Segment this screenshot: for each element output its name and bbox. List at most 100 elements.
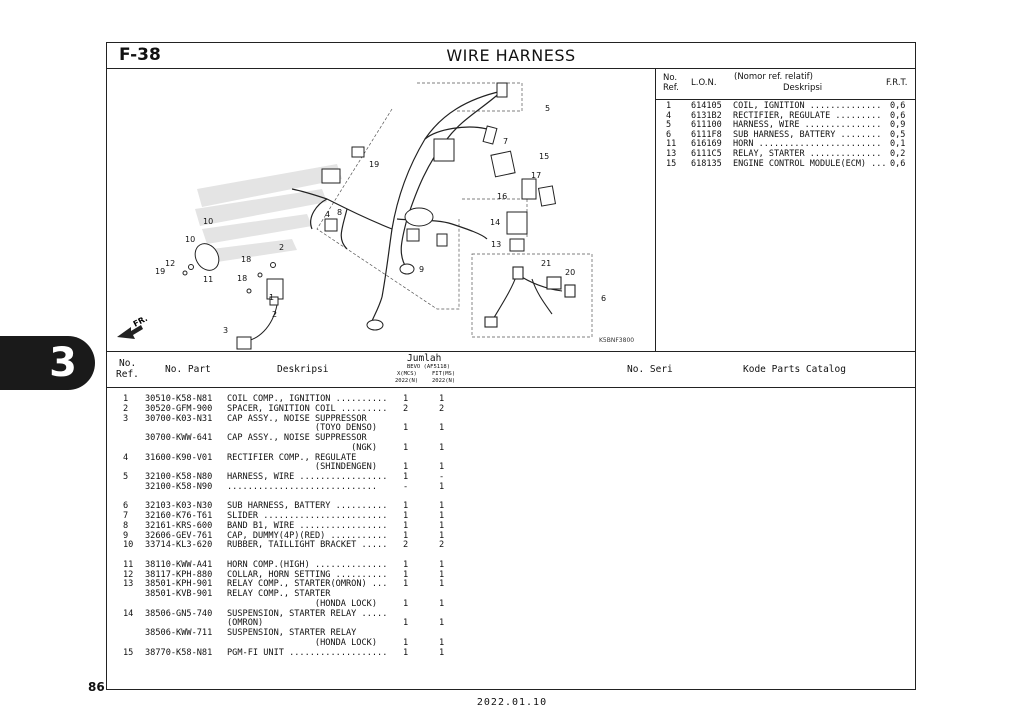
ref-number: 9 (123, 530, 129, 541)
callout-17: 17 (531, 171, 541, 180)
description: (HONDA LOCK) (314, 598, 377, 609)
quantity-ms: - (439, 472, 445, 482)
frt-frt: 0,6 (890, 110, 906, 121)
quantity-mcs: - (403, 481, 409, 492)
ref-number: 7 (123, 511, 129, 521)
part-number: 31600-K90-V01 (145, 452, 213, 463)
description: COIL COMP., IGNITION .......... (227, 394, 388, 404)
ref-number: 15 (123, 647, 134, 658)
frt-desc: RELAY, STARTER .............. (733, 148, 882, 159)
section-tab: 3 (0, 336, 95, 390)
frt-desc: ENGINE CONTROL MODULE(ECM) ... (733, 158, 887, 169)
header-quantity: Jumlah (407, 353, 442, 364)
part-number: 38501-KPH-901 (145, 579, 213, 590)
table-row: 32100-K58-N90...........................… (107, 481, 915, 493)
header-model-mcs: X(MCS) (397, 371, 417, 377)
group-outlines (316, 82, 593, 338)
frt-no: 6 (666, 129, 672, 140)
callout-8: 8 (337, 208, 342, 217)
header-model: BEVO (AF5118) (407, 364, 451, 370)
frt-lon: 618135 (691, 158, 722, 169)
frt-header-lon: L.O.N. (691, 78, 717, 88)
header-year-mcs: 2022(N) (395, 378, 419, 384)
ref-number: 8 (123, 520, 129, 531)
description: RELAY COMP., STARTER (227, 589, 331, 599)
part-number: 32100-K58-N90 (145, 481, 213, 492)
ref-number: 11 (123, 559, 134, 570)
frt-header-desc-top: (Nomor ref. relatif) (734, 72, 813, 82)
frt-frt: 0,1 (890, 139, 906, 150)
callout-10: 10 (203, 217, 213, 226)
exploded-diagram: FR. 1 2 2 3 4 5 6 7 8 9 10 10 11 12 13 1… (107, 69, 656, 351)
ref-number: 10 (123, 540, 134, 551)
description: (SHINDENGEN) (314, 462, 377, 473)
page-title: WIRE HARNESS (446, 46, 576, 65)
frt-header-frt: F.R.T. (886, 78, 908, 88)
figure-code: F-38 (119, 45, 161, 65)
callout-2: 2 (272, 310, 277, 319)
quantity-ms: 1 (439, 501, 445, 512)
callout-14: 14 (490, 218, 500, 227)
header-no: No. (119, 358, 137, 369)
quantity-mcs: 1 (403, 530, 409, 541)
description: (OMRON) (227, 618, 264, 629)
quantity-mcs: 1 (403, 462, 409, 473)
header-catalog-code: Kode Parts Catalog (743, 364, 846, 375)
quantity-ms: 1 (439, 618, 445, 629)
quantity-ms: 1 (439, 579, 445, 590)
description: SUSPENSION, STARTER RELAY ..... (227, 608, 388, 619)
section-number: 3 (49, 340, 77, 386)
part-number: 30700-K03-N31 (145, 413, 213, 424)
table-row: 13 38501-KPH-901 RELAY COMP., STARTER(OMRO… (107, 579, 915, 590)
callout-12: 12 (165, 259, 175, 268)
callout-3: 3 (223, 326, 228, 335)
table-row: 11 38110-KWW-A41 HORN COMP.(HIGH) ........… (107, 559, 915, 571)
front-arrow: FR. (117, 314, 149, 339)
part-number: 38506-KWW-711 (145, 628, 213, 638)
quantity-ms: 1 (439, 569, 445, 580)
quantity-ms: 1 (439, 462, 445, 473)
ref-number: 12 (123, 569, 134, 580)
page-number: 86 (88, 680, 105, 694)
ref-number: 14 (123, 608, 134, 619)
callout-18: 18 (237, 274, 247, 283)
frt-no: 15 (666, 158, 677, 169)
description: RELAY COMP., STARTER(OMRON) ... (227, 579, 388, 590)
description: (NGK) (351, 442, 377, 453)
quantity-mcs: 1 (403, 511, 409, 521)
part-number: 38110-KWW-A41 (145, 559, 213, 570)
frt-table: No. Ref. L.O.N. (Nomor ref. relatif) Des… (656, 69, 916, 351)
quantity-mcs: 1 (403, 442, 409, 453)
quantity-mcs: 1 (403, 637, 409, 648)
part-number: 30700-KWW-641 (145, 433, 213, 443)
part-number: 38117-KPH-880 (145, 569, 213, 580)
harness-connectors (321, 82, 557, 331)
ref-number: 1 (123, 394, 129, 404)
header-model-ms: FIT(MS) (432, 371, 456, 377)
quantity-ms: 2 (439, 540, 445, 551)
description: RUBBER, TAILLIGHT BRACKET ..... (227, 540, 388, 551)
frt-desc: HARNESS, WIRE ............... (733, 120, 882, 131)
description: RECTIFIER COMP., REGULATE (227, 452, 357, 463)
callout-9: 9 (419, 265, 424, 274)
quantity-ms: 1 (439, 511, 445, 521)
description: HORN COMP.(HIGH) .............. (227, 559, 388, 570)
frt-frt: 0,5 (890, 129, 906, 140)
ref-number: 13 (123, 579, 134, 590)
quantity-mcs: 2 (403, 403, 409, 414)
frt-lon: 6131B2 (691, 110, 722, 121)
description: PGM-FI UNIT ................... (227, 647, 388, 658)
frt-desc: HORN ........................ (733, 139, 882, 150)
quantity-ms: 1 (439, 423, 445, 434)
